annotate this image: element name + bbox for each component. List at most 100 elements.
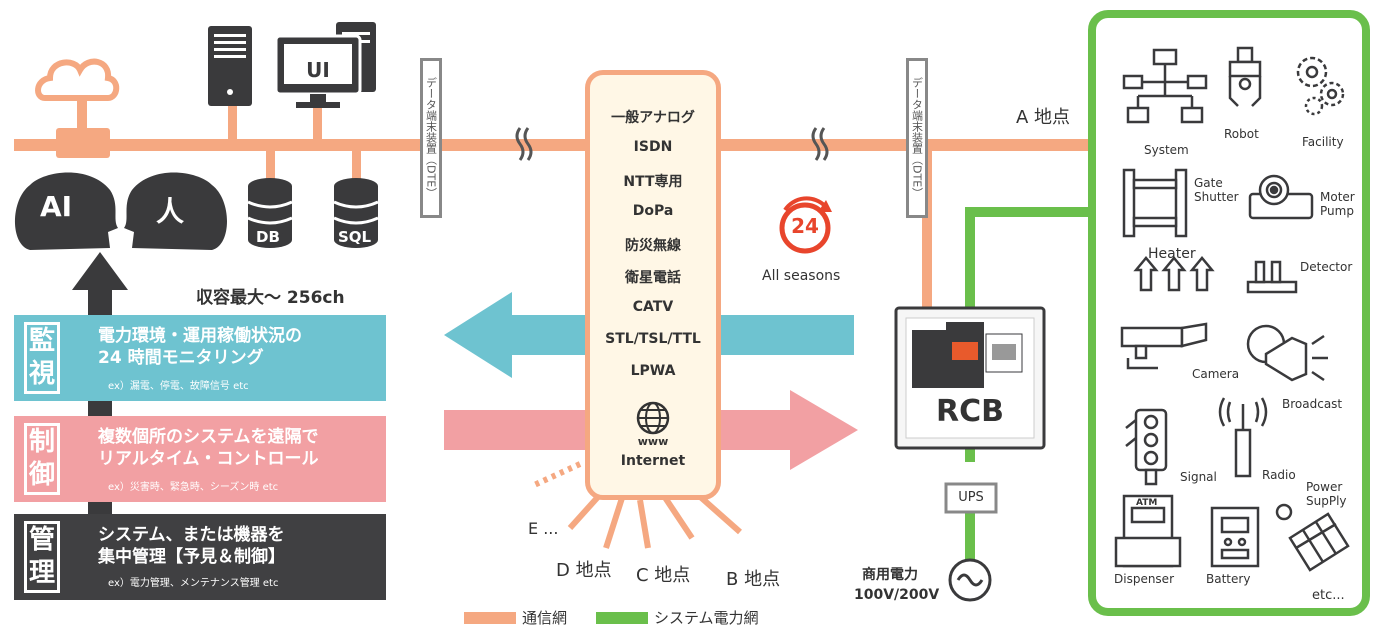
network-item: LPWA bbox=[630, 363, 676, 379]
capacity-label: 収容最大〜 256ch bbox=[196, 288, 345, 308]
power-supply-icon bbox=[1275, 503, 1350, 572]
band-manage-title: システム、または機器を 集中管理【予見＆制御】 bbox=[98, 525, 285, 567]
all-seasons-badge-icon bbox=[779, 196, 832, 254]
band-monitor-sub: ex）漏電、停電、故障信号 etc bbox=[108, 381, 249, 392]
device-label-detector: Detector bbox=[1300, 260, 1353, 274]
broadcast-icon bbox=[1246, 324, 1328, 382]
dte-left: データ端末装置（DTE） bbox=[420, 58, 442, 218]
battery-icon bbox=[1210, 506, 1260, 568]
network-list-panel: 一般アナログ ISDN NTT専用 DoPa 防災無線 衛星電話 CATV ST… bbox=[585, 70, 721, 500]
gate-shutter-icon bbox=[1122, 168, 1188, 238]
device-label-etc: etc... bbox=[1312, 588, 1345, 603]
ui-label: UI bbox=[306, 58, 330, 82]
dte-rcb-link bbox=[922, 150, 932, 310]
detector-icon bbox=[1246, 260, 1298, 294]
power-label-2: 100V/200V bbox=[854, 587, 940, 603]
dte-right: データ端末装置（DTE） bbox=[906, 58, 928, 218]
network-item: CATV bbox=[632, 299, 674, 315]
rcb-device-icon bbox=[894, 306, 1046, 450]
cloud-connector bbox=[56, 128, 110, 158]
point-b-label: B 地点 bbox=[726, 569, 781, 590]
point-c-label: C 地点 bbox=[636, 565, 691, 586]
legend-comm-label: 通信網 bbox=[522, 609, 568, 627]
db-label: DB bbox=[256, 228, 280, 246]
internet-label: Internet bbox=[620, 453, 686, 469]
facility-icon bbox=[1296, 56, 1345, 116]
rcb-label: RCB bbox=[936, 394, 1004, 429]
point-d-label: D 地点 bbox=[556, 560, 612, 581]
device-icons bbox=[1114, 46, 1350, 572]
ups-box bbox=[944, 482, 998, 514]
device-label-gate: Gate Shutter bbox=[1194, 176, 1239, 204]
band-manage-sub: ex）電力管理、メンテナンス管理 etc bbox=[108, 578, 279, 589]
device-label-dispenser: Dispenser bbox=[1114, 572, 1174, 586]
device-label-heater: Heater bbox=[1148, 246, 1196, 262]
globe-icon bbox=[636, 401, 670, 435]
point-a-label: A 地点 bbox=[1016, 107, 1071, 128]
ui-stem bbox=[313, 100, 322, 142]
network-item: 衛星電話 bbox=[625, 270, 681, 286]
db-stem bbox=[266, 148, 275, 182]
signal-icon bbox=[1125, 408, 1168, 486]
all-seasons-badge-number: 24 bbox=[791, 214, 819, 238]
band-control: 制御 複数個所のシステムを遠隔で リアルタイム・コントロール ex）災害時、緊急… bbox=[14, 416, 386, 502]
band-monitor-title: 電力環境・運用稼働状況の 24 時間モニタリング bbox=[98, 326, 302, 368]
device-label-robot: Robot bbox=[1224, 127, 1259, 141]
branch-line-dashed bbox=[530, 461, 582, 489]
line-break-icon-right bbox=[811, 127, 829, 161]
network-item: DoPa bbox=[632, 203, 674, 219]
network-item: ISDN bbox=[633, 139, 673, 155]
device-label-broadcast: Broadcast bbox=[1282, 397, 1343, 411]
line-break-icon-left bbox=[515, 127, 533, 161]
server-tower-icon bbox=[208, 26, 252, 106]
power-ups-link bbox=[965, 510, 975, 560]
device-label-atm: ATM bbox=[1136, 498, 1158, 508]
comm-network-line bbox=[14, 139, 1094, 151]
camera-icon bbox=[1120, 322, 1208, 370]
db-icon bbox=[247, 178, 293, 248]
sql-stem bbox=[352, 148, 361, 182]
atm-dispenser-icon bbox=[1114, 494, 1182, 568]
device-label-radio: Radio bbox=[1262, 468, 1296, 482]
legend-comm-swatch bbox=[464, 612, 516, 624]
band-manage-kanji: 管理 bbox=[24, 521, 60, 593]
cloud-icon bbox=[35, 58, 120, 101]
band-control-sub: ex）災害時、緊急時、シーズン時 etc bbox=[108, 482, 279, 493]
band-monitor-kanji: 監視 bbox=[24, 322, 60, 394]
server-stem bbox=[228, 100, 237, 142]
band-manage: 管理 システム、または機器を 集中管理【予見＆制御】 ex）電力管理、メンテナン… bbox=[14, 514, 386, 600]
human-head-icon bbox=[124, 172, 227, 250]
band-monitor: 監視 電力環境・運用稼働状況の 24 時間モニタリング ex）漏電、停電、故障信… bbox=[14, 315, 386, 401]
robot-icon bbox=[1228, 46, 1262, 107]
device-label-power-supply: Power SupPly bbox=[1306, 480, 1347, 508]
network-item: NTT専用 bbox=[623, 174, 683, 190]
cloud-stem bbox=[77, 95, 87, 135]
network-item: 防災無線 bbox=[625, 238, 681, 254]
www-label: www bbox=[637, 435, 669, 448]
network-item: 一般アナログ bbox=[611, 110, 695, 126]
ai-label: AI bbox=[40, 190, 73, 223]
device-label-facility: Facility bbox=[1302, 135, 1344, 149]
device-label-signal: Signal bbox=[1180, 470, 1217, 484]
sql-icon bbox=[333, 178, 379, 248]
ai-head-icon bbox=[15, 172, 118, 250]
ac-source-icon bbox=[948, 558, 992, 602]
human-label: 人 bbox=[156, 195, 185, 228]
device-label-camera: Camera bbox=[1192, 367, 1240, 381]
system-icon bbox=[1122, 48, 1208, 124]
band-control-kanji: 制御 bbox=[24, 423, 60, 495]
all-seasons-label: All seasons bbox=[762, 268, 841, 284]
ups-label: UPS bbox=[958, 490, 984, 505]
device-label-motor: Moter Pump bbox=[1320, 190, 1355, 218]
power-label-1: 商用電力 bbox=[862, 567, 918, 583]
device-label-battery: Battery bbox=[1206, 572, 1251, 586]
point-e-label: E ... bbox=[528, 519, 559, 538]
sql-label: SQL bbox=[338, 228, 372, 246]
radio-icon bbox=[1218, 397, 1268, 478]
device-label-system: System bbox=[1144, 143, 1189, 157]
device-panel: System Robot Facility Gate Shutter Moter… bbox=[1088, 10, 1370, 616]
monitor-icon bbox=[274, 22, 376, 108]
heater-icon bbox=[1133, 256, 1215, 292]
legend-power-swatch bbox=[596, 612, 648, 624]
motor-pump-icon bbox=[1248, 174, 1314, 220]
